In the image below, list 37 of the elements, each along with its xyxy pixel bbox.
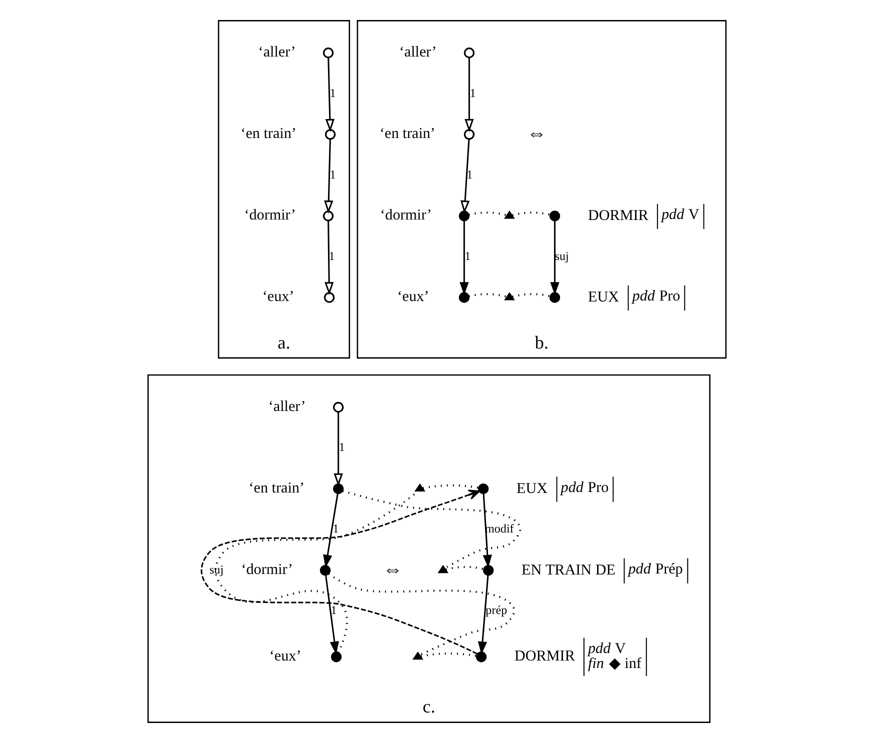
node-label: pdd V (661, 206, 700, 223)
node-label: ‘aller’ (258, 44, 296, 60)
node-label: pdd Prép (628, 561, 683, 578)
node-label: DORMIR (588, 208, 648, 224)
label: ⇔ (526, 122, 547, 144)
edge-label: 1 (328, 248, 335, 263)
label: ⇔ (382, 558, 403, 580)
edge-label: suj (209, 562, 224, 576)
edge-label: 1 (464, 248, 471, 263)
edge-label: 1 (330, 167, 336, 182)
node-label: ‘dormir’ (380, 207, 432, 224)
node-label: ‘en train’ (380, 126, 436, 142)
node-label: pdd Pro (632, 288, 680, 305)
node-label: ‘en train’ (240, 126, 296, 142)
node-label: ‘aller’ (399, 44, 437, 60)
node-label: pdd Pro (560, 480, 609, 496)
node-label: EN TRAIN DE (522, 562, 616, 578)
edge-label: 1 (330, 603, 337, 618)
edge-label: suj (554, 248, 569, 263)
node-label: ‘aller’ (268, 398, 306, 415)
node-label: ‘dormir’ (241, 562, 293, 578)
node-label: DORMIR (514, 648, 575, 664)
edge-label: 1 (466, 167, 473, 182)
node-label: ‘en train’ (248, 480, 304, 496)
node-label: ‘eux’ (397, 289, 430, 306)
edge-label: 1 (332, 522, 339, 536)
edge-label: 1 (330, 86, 336, 100)
edge-label: prép (486, 603, 508, 618)
node-label: EUX (516, 480, 548, 497)
node-label: ‘eux’ (262, 289, 294, 306)
edge-label: 1 (470, 86, 476, 100)
node-label: pdd V (588, 640, 626, 657)
edge-label: 1 (338, 440, 345, 454)
node-label: EUX (588, 290, 620, 306)
node-label: ‘eux’ (269, 648, 302, 664)
node-label: fin ◆ inf (588, 656, 642, 672)
node-label: ‘dormir’ (244, 207, 296, 224)
